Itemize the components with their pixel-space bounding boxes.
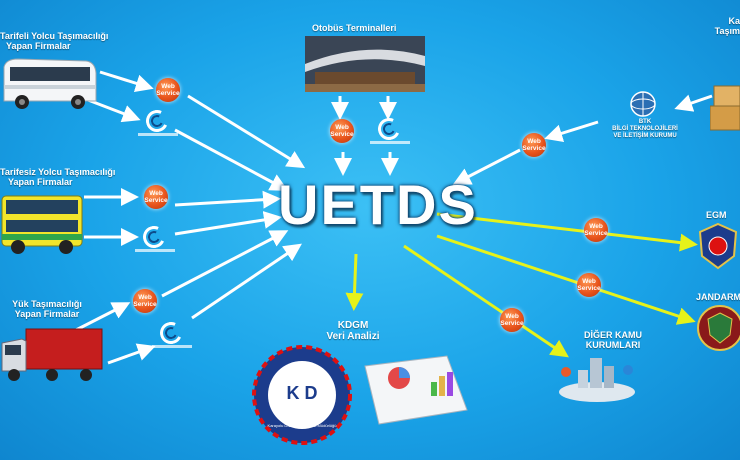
certificate-icon — [138, 106, 178, 140]
web-service-badge: Web Service — [577, 273, 601, 297]
kdgm-logo-ring-text: Karayolu Düzenleme Genel Müdürlüğü — [267, 423, 337, 428]
arrow-kargo-to-btk — [674, 94, 713, 112]
analysis-report-image — [364, 355, 468, 425]
kargo-label: Ka Taşım — [712, 16, 740, 36]
diger-kamu-label: DİĞER KAMU KURUMLARI — [578, 330, 648, 350]
btk-logo — [630, 91, 656, 117]
truck-image — [1, 328, 103, 381]
bus-terminal-image — [305, 36, 425, 92]
tarifesiz-label-line2: Yapan Firmalar — [8, 177, 73, 187]
kdgm-logo-letters: K D — [286, 383, 318, 403]
tarifeli-label-line2: Yapan Firmalar — [6, 41, 71, 51]
arrow-uetds-to-egm — [436, 212, 698, 252]
btk-line1: BİLGİ TEKNOLOJİLERİ — [612, 126, 678, 132]
coach-bus-image — [3, 58, 97, 109]
arrow-uetds-to-kdgm — [345, 253, 364, 311]
arrow-cert2-to-uetds — [174, 210, 282, 236]
arrow-btk-to-ws — [544, 120, 599, 143]
arrow-ws3-to-uetds — [161, 230, 289, 298]
web-service-badge: Web Service — [133, 289, 157, 313]
city-network-image — [559, 358, 635, 402]
arrow-yuk-to-cert — [107, 343, 156, 365]
uetds-title: UETDS — [278, 173, 478, 236]
double-decker-bus-image — [1, 195, 83, 254]
arrow-cert1-to-uetds — [174, 128, 289, 191]
tarifeli-label: Tarifeli Yolcu Taşımacılığı Yapan Firmal… — [0, 31, 108, 51]
arrow-uetds-to-jandarma — [436, 234, 696, 325]
tarifesiz-label-line1: Tarifesiz Yolcu Taşımacılığı — [0, 167, 116, 177]
tarifesiz-label: Tarifesiz Yolcu Taşımacılığı Yapan Firma… — [0, 167, 115, 187]
arrow-yuk-to-ws — [75, 302, 131, 332]
yuk-label: Yük Taşımacılığı Yapan Firmalar — [2, 299, 92, 319]
arrow-ws1-to-uetds — [187, 94, 306, 169]
certificate-icon — [370, 114, 410, 148]
btk-label: BTK BİLGİ TEKNOLOJİLERİ VE İLETİŞİM KURU… — [600, 119, 690, 140]
yuk-label-line2: Yapan Firmalar — [14, 309, 80, 319]
arrow-cert3-to-uetds — [191, 243, 302, 320]
btk-line2: VE İLETİŞİM KURUMU — [613, 133, 677, 139]
kargo-label-line1: Ka — [728, 16, 740, 26]
kargo-label-line2: Taşım — [714, 26, 740, 36]
arrow-tarifeli-to-ws — [99, 70, 154, 93]
btk-short: BTK — [638, 119, 652, 125]
kdgm-label: KDGM Veri Analizi — [305, 320, 401, 342]
arrow-ws5-to-uetds — [452, 148, 521, 185]
cargo-boxes-image — [710, 85, 740, 131]
tarifeli-label-line1: Tarifeli Yolcu Taşımacılığı — [0, 31, 109, 41]
kdgm-logo — [252, 345, 352, 445]
diger-label-line2: KURUMLARI — [585, 340, 641, 350]
certificate-icon — [152, 318, 192, 352]
kdgm-label-line1: KDGM — [337, 320, 369, 331]
egm-police-badge — [698, 222, 738, 270]
web-service-badge: Web Service — [330, 119, 354, 143]
jandarma-badge — [697, 305, 740, 351]
arrow-tarifeli-to-cert — [87, 98, 141, 123]
certificate-icon — [135, 222, 175, 256]
web-service-badge: Web Service — [522, 133, 546, 157]
diger-label-line1: DİĞER KAMU — [584, 330, 642, 340]
arrow-ws2-to-uetds — [174, 190, 281, 209]
kdgm-label-line2: Veri Analizi — [326, 331, 380, 342]
egm-label: EGM — [706, 210, 727, 220]
arrow-uetds-to-diger — [403, 244, 569, 358]
web-service-badge: Web Service — [584, 218, 608, 242]
terminal-label: Otobüs Terminalleri — [312, 23, 397, 33]
web-service-badge: Web Service — [156, 78, 180, 102]
yuk-label-line1: Yük Taşımacılığı — [12, 299, 82, 309]
web-service-badge: Web Service — [500, 308, 524, 332]
web-service-badge: Web Service — [144, 185, 168, 209]
jandarma-label: JANDARMA — [696, 292, 740, 302]
